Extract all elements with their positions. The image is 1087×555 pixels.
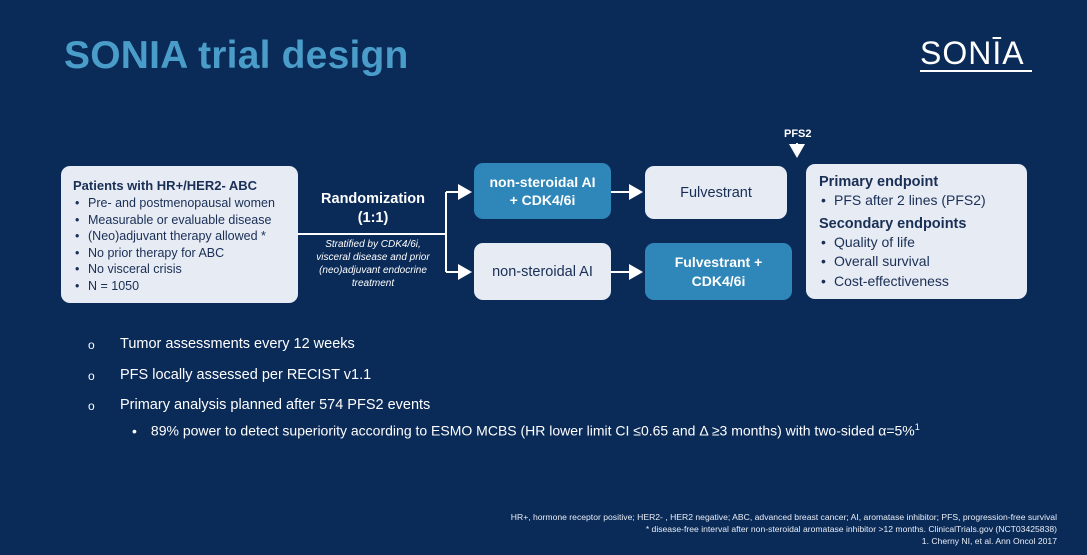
bullet-marker: o (88, 399, 95, 413)
arm-a-second-label: Fulvestrant (680, 184, 752, 201)
endpoints-box: Primary endpoint PFS after 2 lines (PFS2… (806, 164, 1027, 299)
footnotes: HR+, hormone receptor positive; HER2- , … (511, 511, 1057, 548)
key-point-text: Primary analysis planned after 574 PFS2 … (120, 397, 431, 413)
arm-a-first-line1: non-steroidal AI (489, 174, 596, 190)
slide-title: SONIA trial design (64, 34, 409, 77)
strat-line: treatment (351, 278, 395, 289)
secondary-endpoint-item: Overall survival (819, 252, 1027, 272)
randomization-ratio: (1:1) (357, 210, 389, 226)
footnote-line: * disease-free interval after non-steroi… (645, 524, 1057, 535)
arm-a-first-line-box: non-steroidal AI + CDK4/6i (474, 163, 611, 219)
patients-item: N = 1050 (73, 278, 298, 295)
patients-box: Patients with HR+/HER2- ABC Pre- and pos… (61, 166, 298, 303)
sub-bullet-sup: 1 (914, 422, 920, 432)
key-point: o Primary analysis planned after 574 PFS… (88, 397, 430, 428)
patients-item: Pre- and postmenopausal women (73, 195, 298, 212)
secondary-endpoint-item: Cost-effectiveness (819, 272, 1027, 292)
logo-text: SONĪA (920, 35, 1025, 71)
stratification-note: Stratified by CDK4/6i, visceral disease … (300, 238, 446, 290)
primary-endpoint-item: PFS after 2 lines (PFS2) (819, 191, 1027, 211)
footnote-line: HR+, hormone receptor positive; HER2- , … (510, 512, 1057, 522)
strat-line: visceral disease and prior (316, 252, 430, 263)
footnote-line: 1. Cherny NI, et al. Ann Oncol 2017 (921, 536, 1057, 547)
patients-item: (Neo)adjuvant therapy allowed * (73, 228, 298, 245)
randomization-label: Randomization (1:1) (300, 190, 446, 228)
strat-line: Stratified by CDK4/6i, (325, 239, 421, 250)
arm-b-second-line1: Fulvestrant + (674, 253, 763, 270)
patients-heading: Patients with HR+/HER2- ABC (73, 178, 258, 193)
logo-underline (920, 70, 1032, 72)
strat-line: (neo)adjuvant endocrine (319, 265, 427, 276)
bullet-marker: o (88, 368, 95, 383)
patients-item: No prior therapy for ABC (73, 245, 298, 262)
pfs2-label: PFS2 (784, 128, 812, 140)
arm-a-first-line2: + CDK4/6i (509, 192, 576, 208)
secondary-endpoints-heading: Secondary endpoints (819, 215, 967, 232)
sub-bullet-text: 89% power to detect superiority accordin… (150, 422, 915, 439)
key-point: o Tumor assessments every 12 weeks (88, 336, 430, 367)
patients-item: No visceral crisis (73, 261, 298, 278)
key-points-list: o Tumor assessments every 12 weeks o PFS… (88, 336, 430, 428)
key-point-text: PFS locally assessed per RECIST v1.1 (120, 366, 372, 383)
secondary-endpoints-list: Quality of life Overall survival Cost-ef… (819, 233, 1027, 292)
arm-b-first-line-box: non-steroidal AI (474, 243, 611, 300)
arm-b-second-line2: CDK4/6i (691, 272, 746, 289)
primary-endpoint-heading: Primary endpoint (819, 174, 939, 190)
patients-item: Measurable or evaluable disease (73, 212, 298, 229)
randomization-line1: Randomization (321, 191, 425, 207)
sub-bullet-marker: • (132, 422, 137, 439)
bullet-marker: o (88, 338, 95, 352)
patients-list: Pre- and postmenopausal women Measurable… (73, 195, 298, 295)
sub-bullet: • 89% power to detect superiority accordi… (132, 422, 920, 439)
arm-a-second-line-box: Fulvestrant (645, 166, 787, 219)
arm-b-first-label: non-steroidal AI (492, 263, 593, 280)
secondary-endpoint-item: Quality of life (819, 233, 1027, 253)
sonia-logo: SONĪA (920, 36, 1032, 76)
key-point: o PFS locally assessed per RECIST v1.1 (88, 367, 430, 398)
primary-endpoint-list: PFS after 2 lines (PFS2) (819, 191, 1027, 211)
key-point-text: Tumor assessments every 12 weeks (120, 336, 355, 352)
arm-b-second-line-box: Fulvestrant + CDK4/6i (645, 243, 792, 300)
